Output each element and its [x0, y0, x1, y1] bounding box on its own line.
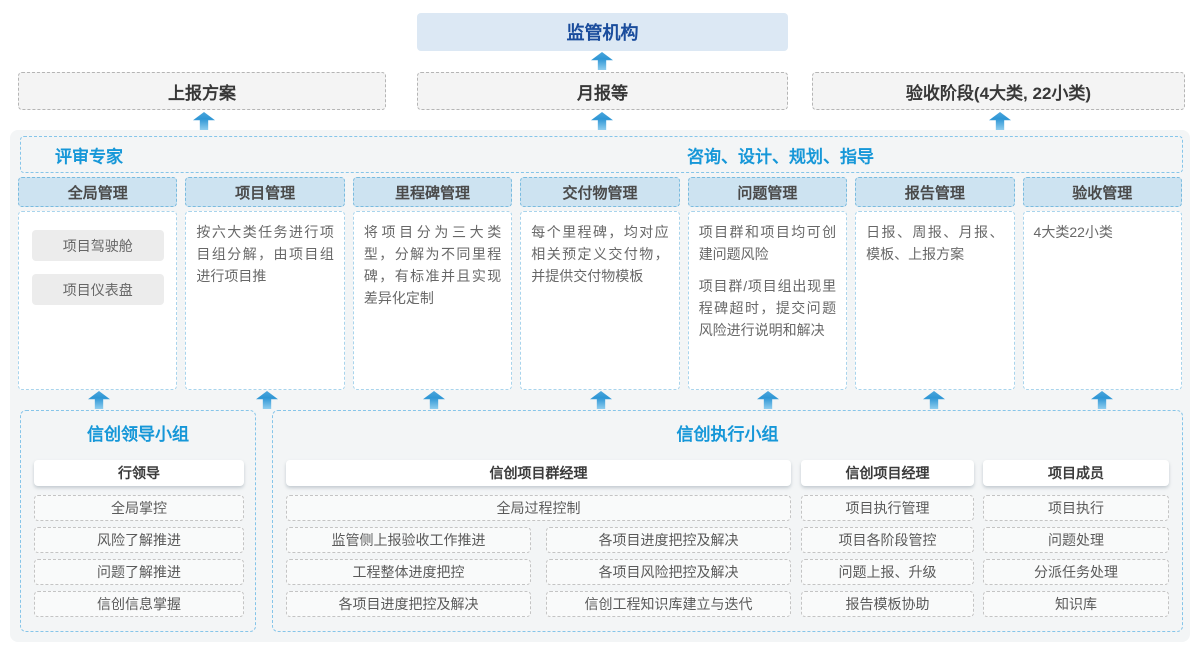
column-issue-management: 问题管理 项目群和项目均可创建问题风险 项目群/项目组出现里程碑超时，提交问题风…	[687, 177, 848, 390]
up-arrow-icon	[88, 391, 110, 409]
column-milestone-management: 里程碑管理 将项目分为三大类型，分解为不同里程碑，有标准并且实现差异化定制	[352, 177, 513, 390]
list-item: 项目仪表盘	[31, 274, 164, 305]
list-item: 工程整体进度把控	[286, 559, 531, 585]
list-item: 问题上报、升级	[801, 559, 974, 585]
consult-label: 咨询、设计、规划、指导	[687, 147, 874, 166]
column-header: 项目管理	[185, 177, 345, 207]
management-columns: 全局管理 项目驾驶舱 项目仪表盘 项目管理 按六大类任务进行项目组分解，由项目组…	[18, 177, 1182, 390]
up-arrow-icon	[989, 112, 1011, 130]
regulator-box: 监管机构	[417, 13, 788, 51]
column-body: 4大类22小类	[1022, 211, 1182, 390]
list-item: 知识库	[983, 591, 1169, 617]
list-item: 信创工程知识库建立与迭代	[546, 591, 791, 617]
column-header: 验收管理	[1022, 177, 1182, 207]
review-expert-label: 评审专家	[55, 147, 123, 166]
column-acceptance-management: 验收管理 4大类22小类	[1022, 177, 1182, 390]
list-item: 项目执行管理	[801, 495, 974, 521]
monthly-report-box: 月报等	[417, 72, 788, 110]
column-deliverable-management: 交付物管理 每个里程碑，均对应相关预定义交付物，并提供交付物模板	[520, 177, 680, 390]
column-report-management: 报告管理 日报、周报、月报、模板、上报方案	[855, 177, 1015, 390]
list-item: 信创信息掌握	[34, 591, 244, 617]
description-text: 4大类22小类	[1033, 224, 1113, 240]
up-arrow-icon	[590, 391, 612, 409]
list-item: 各项目进度把控及解决	[286, 591, 531, 617]
up-arrow-icon	[757, 391, 779, 409]
list-item: 报告模板协助	[801, 591, 974, 617]
leader-group-box: 信创领导小组 行领导 全局掌控 风险了解推进 问题了解推进 信创信息掌握	[20, 410, 256, 632]
column-body: 项目群和项目均可创建问题风险 项目群/项目组出现里程碑超时，提交问题风险进行说明…	[687, 211, 848, 390]
role-pill-program-manager: 信创项目群经理	[286, 460, 791, 486]
column-body: 每个里程碑，均对应相关预定义交付物，并提供交付物模板	[520, 211, 680, 390]
list-item: 监管侧上报验收工作推进	[286, 527, 531, 553]
acceptance-stage-box: 验收阶段(4大类, 22小类)	[812, 72, 1185, 110]
up-arrow-icon	[923, 391, 945, 409]
column-header: 报告管理	[855, 177, 1015, 207]
group-title: 信创执行小组	[676, 425, 779, 444]
up-arrow-icon	[193, 112, 215, 130]
report-plan-box: 上报方案	[18, 72, 386, 110]
exec-group-box: 信创执行小组 信创项目群经理 全局过程控制 监管侧上报验收工作推进 工程整体进度…	[272, 410, 1183, 632]
column-header: 交付物管理	[520, 177, 680, 207]
column-header: 里程碑管理	[352, 177, 513, 207]
list-item: 项目各阶段管控	[801, 527, 974, 553]
column-project-management: 项目管理 按六大类任务进行项目组分解，由项目组进行项目推	[185, 177, 345, 390]
column-body: 日报、周报、月报、模板、上报方案	[855, 211, 1015, 390]
column-global-management: 全局管理 项目驾驶舱 项目仪表盘	[18, 177, 178, 390]
description-text: 按六大类任务进行项目组分解，由项目组进行项目推	[196, 224, 334, 284]
up-arrow-icon	[591, 52, 613, 70]
list-item: 各项目进度把控及解决	[546, 527, 791, 553]
column-header: 问题管理	[687, 177, 848, 207]
platform-panel: 评审专家 咨询、设计、规划、指导 全局管理 项目驾驶舱 项目仪表盘 项目管理 按…	[10, 130, 1190, 642]
up-arrow-icon	[256, 391, 278, 409]
up-arrow-icon	[1091, 391, 1113, 409]
role-pill-project-member: 项目成员	[983, 460, 1169, 486]
column-header: 全局管理	[18, 177, 178, 207]
list-item: 全局过程控制	[286, 495, 791, 521]
description-text: 日报、周报、月报、模板、上报方案	[866, 224, 1004, 262]
column-body: 将项目分为三大类型，分解为不同里程碑，有标准并且实现差异化定制	[352, 211, 513, 390]
description-text: 将项目分为三大类型，分解为不同里程碑，有标准并且实现差异化定制	[363, 224, 502, 306]
list-item: 风险了解推进	[34, 527, 244, 553]
experts-strip: 评审专家 咨询、设计、规划、指导	[20, 136, 1183, 173]
list-item: 问题处理	[983, 527, 1169, 553]
list-item: 项目驾驶舱	[31, 230, 164, 261]
description-text: 每个里程碑，均对应相关预定义交付物，并提供交付物模板	[531, 224, 669, 284]
up-arrow-icon	[423, 391, 445, 409]
description-text: 项目群/项目组出现里程碑超时，提交问题风险进行说明和解决	[698, 278, 837, 338]
group-title: 信创领导小组	[87, 425, 189, 444]
list-item: 问题了解推进	[34, 559, 244, 585]
role-pill-bank-leader: 行领导	[34, 460, 244, 486]
column-body: 项目驾驶舱 项目仪表盘	[18, 211, 178, 390]
list-item: 全局掌控	[34, 495, 244, 521]
up-arrow-icon	[591, 112, 613, 130]
column-body: 按六大类任务进行项目组分解，由项目组进行项目推	[185, 211, 345, 390]
list-item: 项目执行	[983, 495, 1169, 521]
role-pill-project-manager: 信创项目经理	[801, 460, 974, 486]
list-item: 分派任务处理	[983, 559, 1169, 585]
description-text: 项目群和项目均可创建问题风险	[698, 224, 837, 262]
list-item: 各项目风险把控及解决	[546, 559, 791, 585]
